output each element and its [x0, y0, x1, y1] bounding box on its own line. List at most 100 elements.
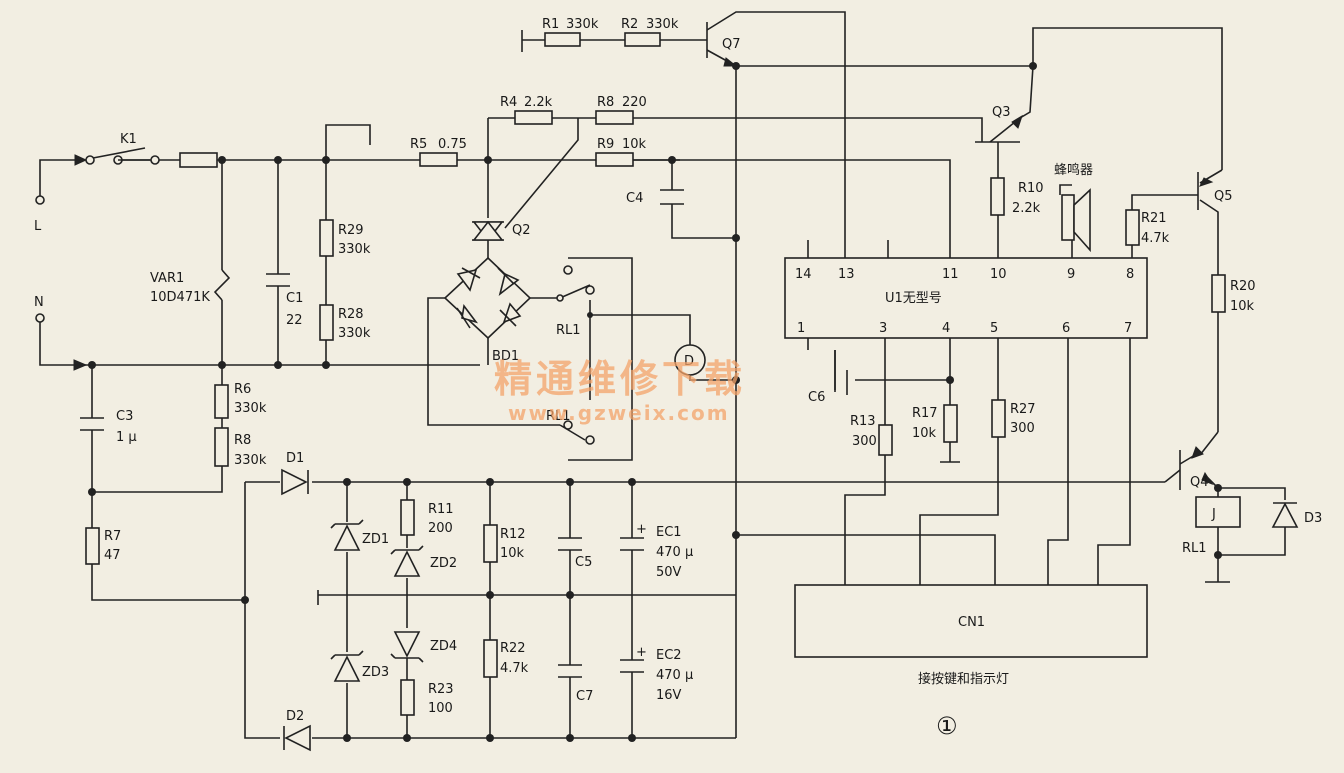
r8b-ref: R8 [234, 433, 251, 448]
junctions [88, 62, 1222, 742]
switch-k1: K1 [85, 132, 160, 165]
ec2-ref: EC2 [656, 648, 682, 663]
r6-value: 330k [234, 401, 267, 416]
c5-ref: C5 [575, 555, 592, 570]
r11-ref: R11 [428, 502, 454, 517]
var1-value: 10D471K [150, 290, 210, 305]
r8a-ref: R8 [597, 95, 614, 110]
r28-value: 330k [338, 326, 371, 341]
r22-ref: R22 [500, 641, 526, 656]
r27-ref: R27 [1010, 402, 1036, 417]
resistor-labels: R29 330k R28 330k R6 330k R8 330k R7 47 … [104, 17, 1256, 716]
r13-value: 300 [852, 434, 877, 449]
resistor-bodies [85, 32, 1226, 716]
ic-pin-3: 3 [879, 321, 887, 336]
d3-label: D3 [1304, 511, 1322, 526]
ic-pin-5: 5 [990, 321, 998, 336]
r7-ref: R7 [104, 529, 121, 544]
ec1-ref: EC1 [656, 525, 682, 540]
ec1-plus: + [636, 522, 647, 537]
r28-ref: R28 [338, 307, 364, 322]
r29-ref: R29 [338, 223, 364, 238]
r21-ref: R21 [1141, 211, 1167, 226]
relay-coil: J RL1 [1182, 496, 1241, 556]
terminal-l-label: L [34, 219, 42, 234]
fuse [179, 152, 218, 168]
cn1-label: CN1 [958, 615, 985, 630]
r12-value: 10k [500, 546, 525, 561]
capacitor-c1: C1 22 [266, 273, 303, 328]
q4-label: Q4 [1190, 475, 1209, 490]
r12-ref: R12 [500, 527, 526, 542]
r2-ref: R2 [621, 17, 638, 32]
bd1-label: BD1 [492, 349, 519, 364]
zener-zd3: ZD3 [330, 650, 389, 682]
ec2-plus: + [636, 645, 647, 660]
relay-coil-letter: J [1211, 507, 1216, 522]
r6-ref: R6 [234, 382, 251, 397]
wiring [39, 11, 1286, 739]
c1-ref: C1 [286, 291, 303, 306]
watermark-title: 精通维修下载 [494, 357, 746, 401]
zener-zd1: ZD1 [330, 519, 389, 551]
cn1-caption: 接按键和指示灯 [918, 671, 1009, 687]
ic-label: U1无型号 [885, 291, 942, 306]
q5-label: Q5 [1214, 189, 1233, 204]
capacitor-ec2: + EC2 470 μ 16V [620, 645, 693, 703]
r1-value: 330k [566, 17, 599, 32]
r9-value: 10k [622, 137, 647, 152]
capacitor-c6: C6 [808, 350, 848, 405]
ic-u1: 14 13 11 10 9 8 U1无型号 1 3 4 5 6 7 [784, 257, 1148, 339]
r21-value: 4.7k [1141, 231, 1170, 246]
triac-q2: Q2 [472, 220, 531, 242]
r10-value: 2.2k [1012, 201, 1041, 216]
r9-ref: R9 [597, 137, 614, 152]
input-terminals: L N [34, 154, 88, 371]
diode-d2: D2 [283, 709, 311, 752]
zd2-label: ZD2 [430, 556, 457, 571]
rl1-contact-label: RL1 [556, 323, 581, 338]
capacitor-c5: C5 [558, 537, 592, 570]
zd3-label: ZD3 [362, 665, 389, 680]
c4-ref: C4 [626, 191, 643, 206]
r2-value: 330k [646, 17, 679, 32]
capacitor-c4: C4 [626, 189, 684, 206]
ic-pin-1: 1 [797, 321, 805, 336]
figure-number: ① [936, 712, 958, 740]
c6-ref: C6 [808, 390, 825, 405]
r20-ref: R20 [1230, 279, 1256, 294]
watermark: 精通维修下载 www.gzweix.com [494, 357, 746, 425]
c3-ref: C3 [116, 409, 133, 424]
connector-cn1: CN1 接按键和指示灯 [794, 584, 1148, 687]
r23-value: 100 [428, 701, 453, 716]
r22-value: 4.7k [500, 661, 529, 676]
ic-pin-7: 7 [1124, 321, 1132, 336]
terminal-n-label: N [34, 295, 44, 310]
zener-zd4: ZD4 [390, 631, 457, 663]
q3-label: Q3 [992, 105, 1011, 120]
ic-pin-13: 13 [838, 267, 855, 282]
ic-pin-14: 14 [795, 267, 812, 282]
ic-pin-10: 10 [990, 267, 1007, 282]
transistor-q5: Q5 [1199, 177, 1233, 204]
ic-pin-9: 9 [1067, 267, 1075, 282]
buzzer: 蜂鸣器 [1054, 162, 1093, 253]
varistor-var1: VAR1 10D471K [150, 269, 231, 305]
motor-symbol: D [684, 354, 694, 369]
motor: D [674, 344, 706, 376]
d1-label: D1 [286, 451, 304, 466]
r27-value: 300 [1010, 421, 1035, 436]
r23-ref: R23 [428, 682, 454, 697]
ic-pin-4: 4 [942, 321, 950, 336]
zener-zd2: ZD2 [390, 545, 457, 577]
bridge-bd1: BD1 [456, 267, 522, 364]
r17-ref: R17 [912, 406, 938, 421]
q2-label: Q2 [512, 223, 531, 238]
capacitor-ec1: + EC1 470 μ 50V [620, 522, 693, 580]
r5-value: 0.75 [438, 137, 467, 152]
r11-value: 200 [428, 521, 453, 536]
r7-value: 47 [104, 548, 121, 563]
r29-value: 330k [338, 242, 371, 257]
transistor-q4: Q4 [1179, 446, 1214, 490]
